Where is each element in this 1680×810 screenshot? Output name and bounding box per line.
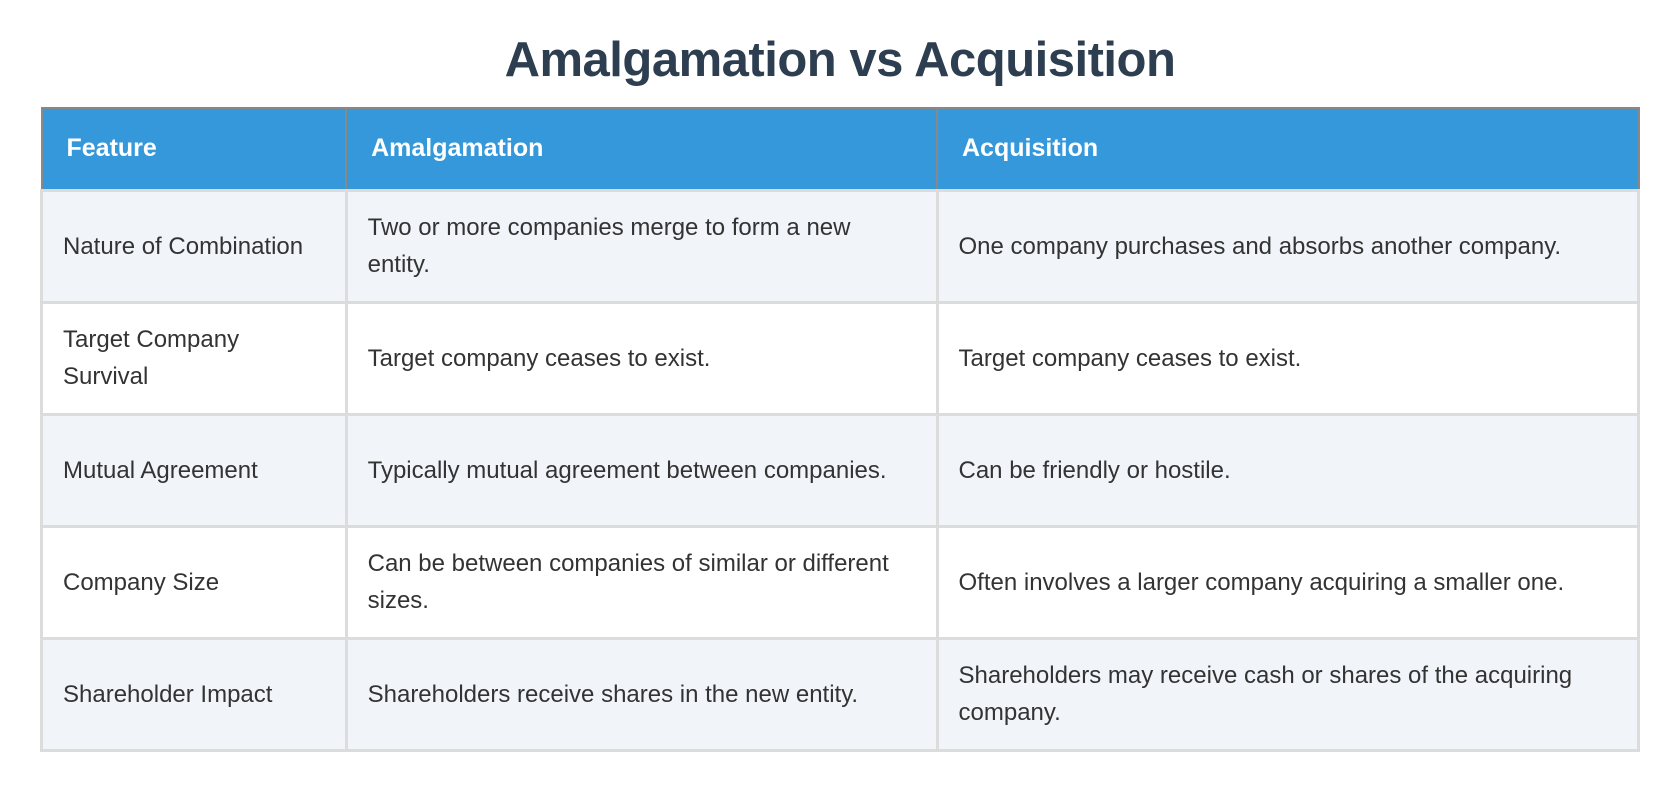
acquisition-cell: One company purchases and absorbs anothe… xyxy=(935,188,1640,304)
column-header-feature: Feature xyxy=(40,107,348,191)
acquisition-cell: Can be friendly or hostile. xyxy=(935,412,1640,528)
amalgamation-cell: Can be between companies of similar or d… xyxy=(344,524,939,640)
amalgamation-cell: Shareholders receive shares in the new e… xyxy=(344,636,939,752)
feature-cell: Shareholder Impact xyxy=(40,636,348,752)
feature-cell: Nature of Combination xyxy=(40,188,348,304)
acquisition-cell: Target company ceases to exist. xyxy=(935,300,1640,416)
table-row: Target Company Survival Target company c… xyxy=(40,300,1640,416)
column-header-acquisition: Acquisition xyxy=(936,107,1640,191)
column-header-amalgamation: Amalgamation xyxy=(345,107,938,191)
comparison-table: Feature Amalgamation Acquisition Nature … xyxy=(40,107,1640,752)
feature-cell: Mutual Agreement xyxy=(40,412,348,528)
table-header-row: Feature Amalgamation Acquisition xyxy=(40,107,1640,191)
feature-cell: Target Company Survival xyxy=(40,300,348,416)
table-row: Mutual Agreement Typically mutual agreem… xyxy=(40,412,1640,528)
feature-cell: Company Size xyxy=(40,524,348,640)
amalgamation-cell: Target company ceases to exist. xyxy=(344,300,939,416)
acquisition-cell: Often involves a larger company acquirin… xyxy=(935,524,1640,640)
amalgamation-cell: Two or more companies merge to form a ne… xyxy=(344,188,939,304)
page-title: Amalgamation vs Acquisition xyxy=(504,33,1176,87)
table-row: Company Size Can be between companies of… xyxy=(40,524,1640,640)
table-row: Shareholder Impact Shareholders receive … xyxy=(40,636,1640,752)
amalgamation-cell: Typically mutual agreement between compa… xyxy=(344,412,939,528)
acquisition-cell: Shareholders may receive cash or shares … xyxy=(935,636,1640,752)
table-row: Nature of Combination Two or more compan… xyxy=(40,188,1640,304)
